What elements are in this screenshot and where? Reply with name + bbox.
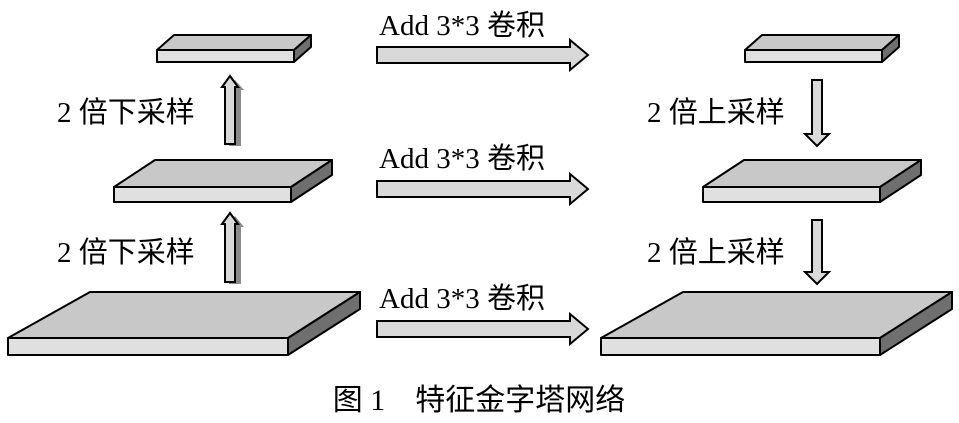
conv-label: Add 3*3 卷积 — [379, 142, 545, 175]
up-arrow-icon — [220, 74, 244, 146]
upsample-label: 2 倍上采样 — [647, 236, 785, 269]
figure-caption: 图 1 特征金字塔网络 — [333, 384, 626, 417]
downsample-label: 2 倍下采样 — [57, 96, 195, 129]
conv-label: Add 3*3 卷积 — [379, 9, 545, 42]
downsample-label: 2 倍下采样 — [57, 236, 195, 269]
left-plate-large — [7, 291, 361, 356]
right-plate-medium — [702, 159, 922, 203]
right-arrow-icon — [376, 311, 590, 347]
down-arrow-icon — [802, 79, 832, 148]
right-arrow-icon — [376, 171, 590, 207]
up-arrow-icon — [220, 211, 244, 284]
left-plate-medium — [113, 159, 333, 203]
right-plate-small — [744, 34, 900, 63]
right-arrow-icon — [376, 37, 590, 73]
conv-label: Add 3*3 卷积 — [379, 282, 545, 315]
left-plate-small — [156, 34, 312, 63]
right-plate-large — [600, 291, 953, 356]
down-arrow-icon — [802, 219, 832, 286]
upsample-label: 2 倍上采样 — [647, 96, 785, 129]
